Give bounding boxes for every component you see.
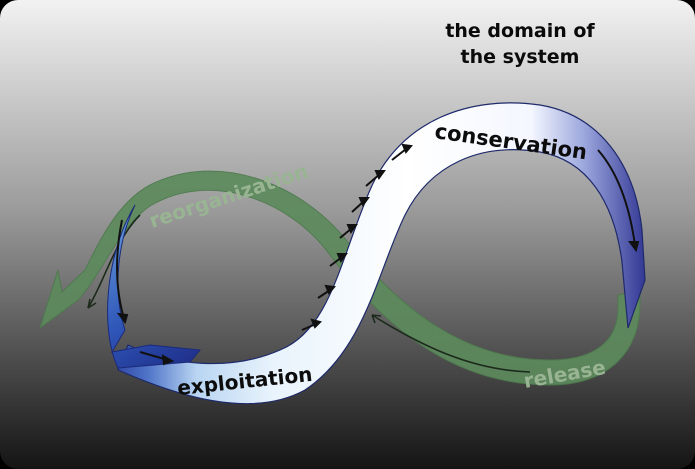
domain-title-line2: the system [460, 46, 580, 68]
front-loop-ribbon [107, 102, 646, 405]
domain-title-line1: the domain of [445, 20, 595, 42]
back-loop-arrows [87, 214, 531, 373]
domain-title: the domain of the system [420, 18, 620, 70]
front-loop-arrows [116, 143, 640, 366]
